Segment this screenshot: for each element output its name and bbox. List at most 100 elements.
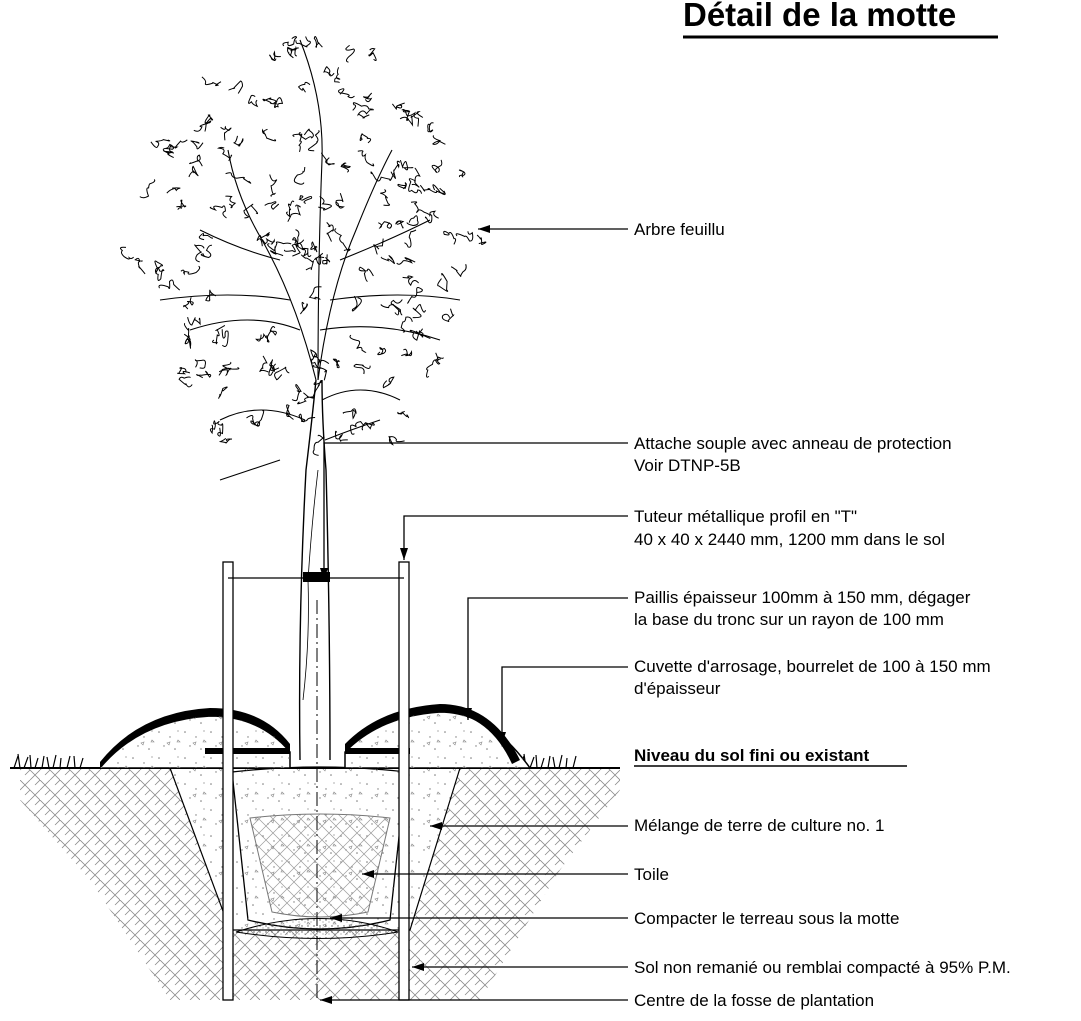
leaf-cluster (200, 244, 213, 259)
leaf-cluster (178, 376, 193, 388)
leaf-cluster (119, 246, 134, 260)
leaf-cluster (274, 366, 290, 381)
leaf-cluster (291, 384, 302, 402)
leaf-cluster (338, 88, 355, 99)
leaf-cluster (334, 228, 351, 252)
leaf-cluster (307, 130, 320, 152)
leaf-cluster (158, 279, 181, 291)
leaf-cluster (297, 81, 311, 93)
leaf-cluster (292, 133, 303, 153)
leaf-cluster (410, 201, 431, 217)
leaf-cluster (359, 133, 372, 144)
leaf-cluster (406, 215, 419, 227)
leaf-cluster (233, 135, 244, 147)
leaf-cluster (432, 135, 446, 145)
leaf-cluster (177, 367, 191, 375)
leaf-cluster (427, 122, 434, 133)
leaf-cluster (358, 266, 374, 282)
leaf-cluster (300, 254, 314, 271)
leaf-cluster (340, 162, 351, 173)
leaf-cluster (377, 346, 387, 356)
label-grade: Niveau du sol fini ou existant (634, 746, 870, 765)
leaf-cluster (432, 184, 446, 196)
callout-labels: Arbre feuillu Attache souple avec anneau… (634, 220, 1011, 1010)
leaf-cluster (228, 80, 244, 94)
leaf-cluster (401, 108, 419, 127)
leaf-cluster (397, 410, 410, 419)
leaf-cluster (188, 165, 199, 178)
leaf-cluster (380, 255, 396, 265)
leaf-cluster (262, 97, 278, 105)
leaf-cluster (183, 322, 190, 345)
leaf-cluster (274, 97, 284, 108)
leaf-cluster (352, 102, 374, 111)
leaf-cluster (397, 182, 407, 190)
leaf-cluster (248, 94, 259, 108)
leaf-cluster (198, 233, 214, 241)
label-basin-line1: Cuvette d'arrosage, bourrelet de 100 à 1… (634, 657, 991, 676)
leaf-cluster (332, 358, 341, 369)
leaf-cluster (321, 152, 335, 166)
leaf-cluster (225, 172, 252, 184)
leaf-cluster (183, 333, 192, 349)
leaf-cluster (187, 316, 201, 326)
leaf-cluster (169, 139, 188, 153)
leaf-cluster (378, 221, 392, 230)
leaf-cluster (322, 254, 331, 265)
leaf-cluster (458, 169, 466, 178)
leaf-cluster (312, 434, 325, 456)
leaf-cluster (409, 328, 424, 338)
leaf-cluster (294, 229, 304, 251)
leaf-cluster (286, 200, 295, 218)
leaf-cluster (166, 187, 181, 194)
leader-lines (320, 225, 628, 1004)
leaf-cluster (411, 167, 421, 188)
leaf-cluster (259, 355, 269, 373)
deciduous-tree-crown (159, 39, 461, 481)
leaf-cluster (382, 376, 395, 389)
leaf-cluster (287, 204, 301, 222)
leaf-cluster (412, 330, 431, 341)
leaf-cluster (196, 370, 212, 379)
leaf-cluster (353, 363, 371, 375)
leaf-cluster (345, 45, 355, 63)
leaf-cluster (396, 257, 416, 265)
leaf-cluster (282, 36, 298, 47)
leaf-cluster (312, 380, 322, 398)
leaf-cluster (350, 421, 365, 435)
leaf-cluster (194, 359, 206, 369)
leaf-cluster (267, 326, 277, 337)
label-burlap: Toile (634, 865, 669, 884)
leaf-cluster (318, 196, 332, 211)
leaf-cluster (313, 36, 323, 48)
leaf-cluster (390, 299, 403, 316)
leaf-cluster (293, 166, 306, 185)
leaf-cluster (311, 352, 322, 369)
label-soil-mix: Mélange de terre de culture no. 1 (634, 816, 884, 835)
leaf-cluster (476, 234, 487, 246)
leaf-cluster (221, 329, 229, 347)
leaf-cluster (162, 143, 175, 154)
leaf-cluster (351, 295, 362, 312)
leaf-cluster (402, 275, 419, 287)
leaf-cluster (388, 435, 405, 446)
leaf-cluster (314, 252, 325, 265)
leaf-cluster (317, 359, 328, 381)
leaf-cluster (264, 201, 280, 210)
tree-foliage (119, 36, 487, 456)
leaf-cluster (218, 366, 240, 377)
leaf-cluster (443, 230, 457, 245)
leaf-cluster (217, 146, 233, 161)
leaf-cluster (308, 286, 322, 300)
leaf-cluster (298, 413, 316, 423)
leaf-cluster (209, 205, 227, 219)
leaf-cluster (357, 150, 375, 167)
leaf-cluster (285, 404, 294, 420)
leaf-cluster (261, 237, 275, 245)
leaf-cluster (334, 430, 348, 442)
label-stake-line2: 40 x 40 x 2440 mm, 1200 mm dans le sol (634, 530, 945, 549)
leaf-cluster (134, 257, 146, 275)
leaf-cluster (193, 114, 214, 132)
burlap-wrap (249, 813, 391, 918)
leaf-cluster (269, 246, 284, 257)
